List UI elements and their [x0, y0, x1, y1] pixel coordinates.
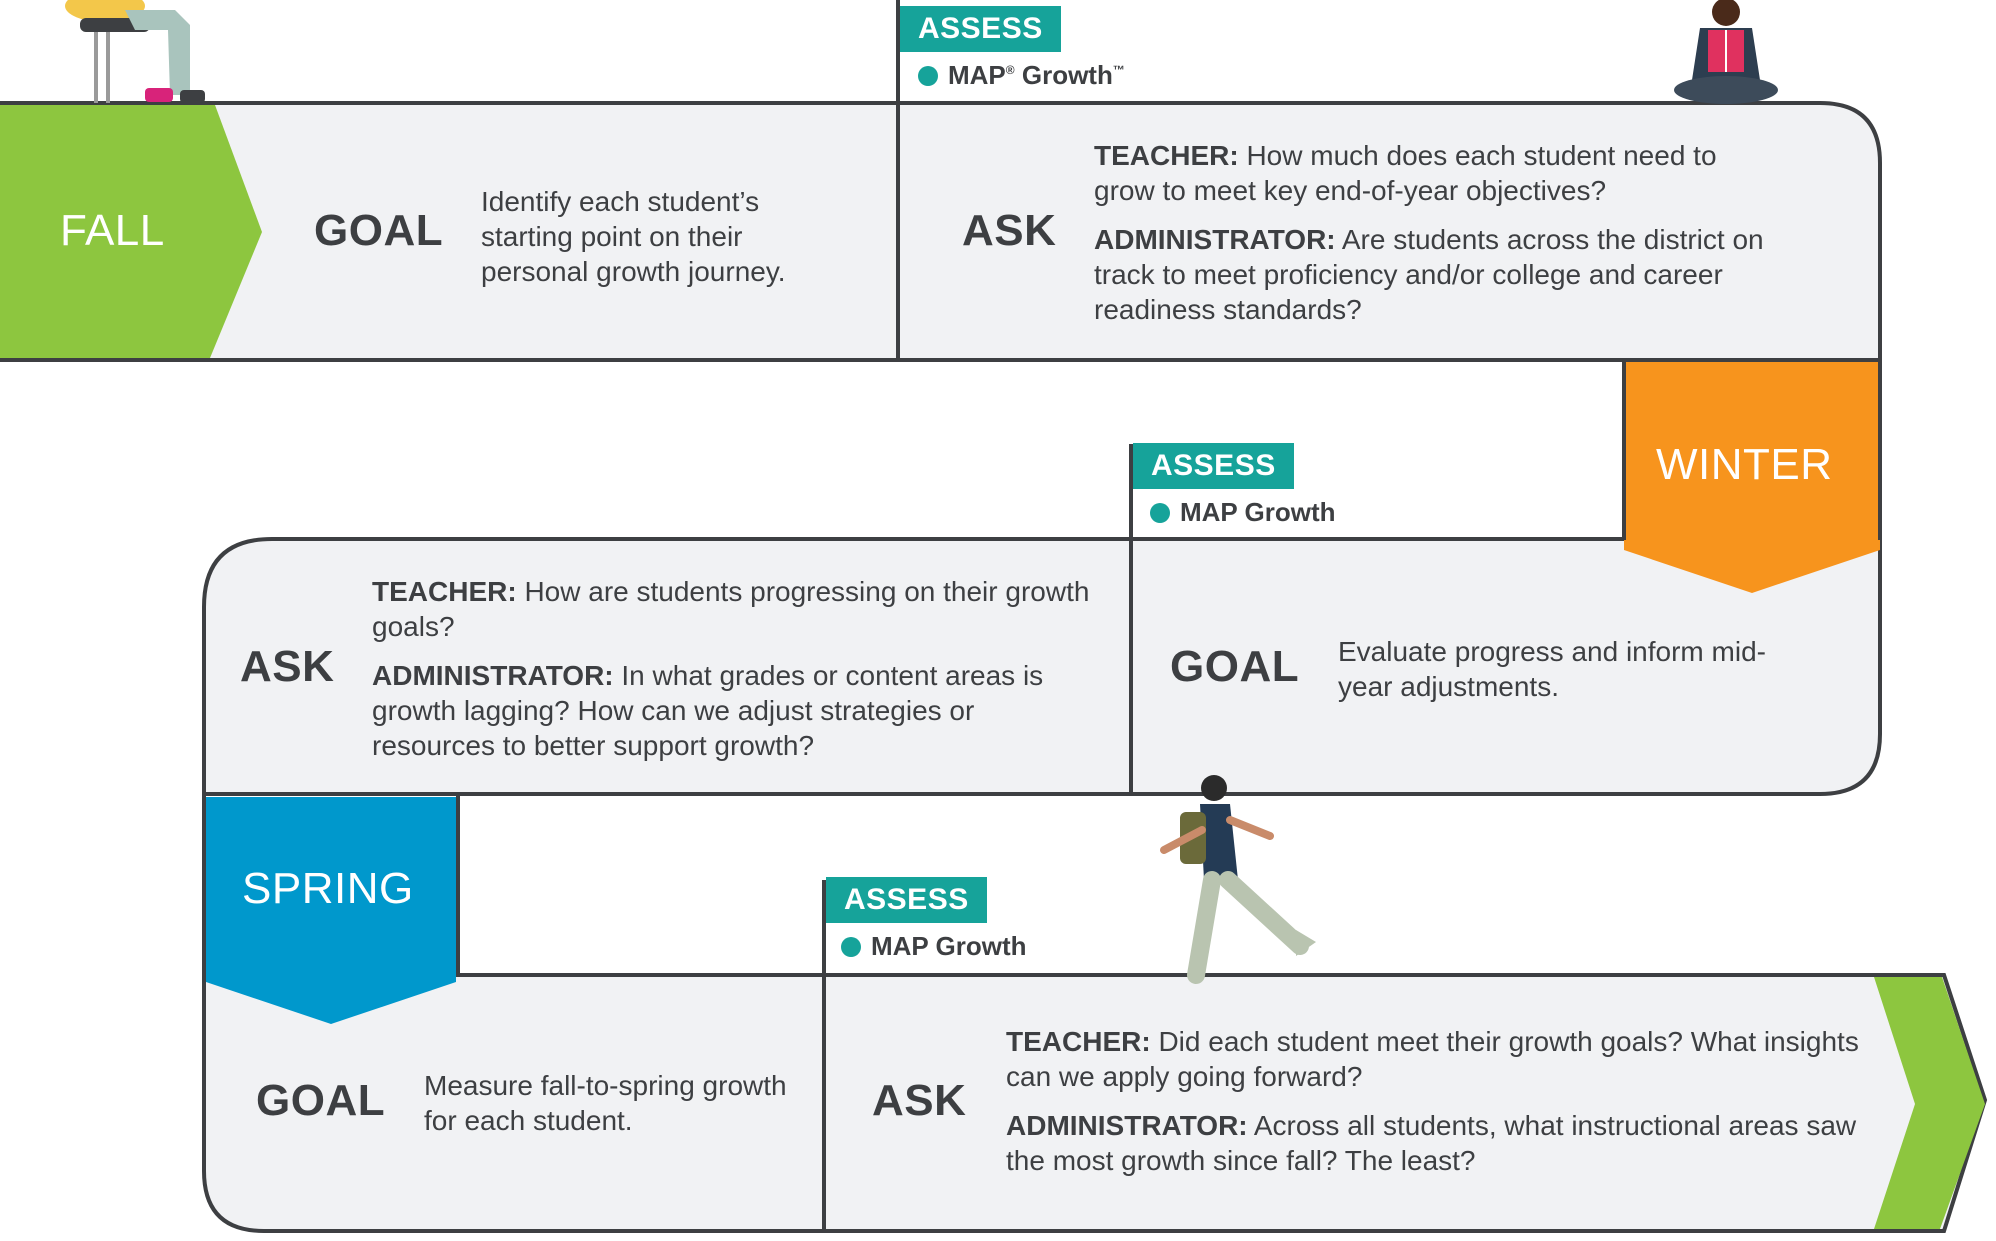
spring-goal-text: Measure fall-to-spring growth for each s… [424, 1070, 787, 1136]
winter-map-growth: MAP Growth [1150, 497, 1336, 528]
fall-map-growth: MAP® Growth™ [918, 60, 1125, 91]
spring-season-label: SPRING [242, 864, 414, 913]
winter-assess-tag: ASSESS [1133, 443, 1294, 489]
spring-ask-heading: ASK [872, 1076, 967, 1125]
bullet-icon [918, 66, 938, 86]
winter-band [202, 537, 1882, 796]
winter-arrow [1624, 362, 1880, 593]
fall-ask-text: TEACHER: How much does each student need… [1094, 140, 1764, 325]
fall-goal-heading: GOAL [314, 206, 444, 255]
spring-map-growth: MAP Growth [841, 931, 1027, 962]
spring-goal-heading: GOAL [256, 1076, 386, 1125]
bullet-icon [1150, 503, 1170, 523]
winter-ask-text: TEACHER: How are students progressing on… [372, 576, 1090, 761]
fall-band [0, 101, 1882, 362]
winter-goal-text: Evaluate progress and inform mid-year ad… [1338, 636, 1766, 702]
bullet-icon [841, 937, 861, 957]
walking-person-illustration [1160, 775, 1316, 984]
spring-assess-tag: ASSESS [826, 877, 987, 923]
winter-season-label: WINTER [1656, 440, 1833, 489]
winter-goal-heading: GOAL [1170, 642, 1300, 691]
sitting-person-illustration [65, 0, 205, 103]
fall-arrow [0, 105, 262, 358]
spring-arrow [206, 797, 456, 1024]
winter-ask-heading: ASK [240, 642, 335, 691]
fall-goal-text: Identify each student’s starting point o… [481, 186, 786, 287]
fall-ask-heading: ASK [962, 206, 1057, 255]
end-arrow [1874, 977, 1985, 1229]
spring-ask-text: TEACHER: Did each student meet their gro… [1006, 1026, 1859, 1176]
reading-person-illustration [1674, 0, 1778, 104]
fall-season-label: FALL [60, 206, 165, 255]
spring-band [202, 973, 1988, 1233]
fall-assess-tag: ASSESS [900, 6, 1061, 52]
